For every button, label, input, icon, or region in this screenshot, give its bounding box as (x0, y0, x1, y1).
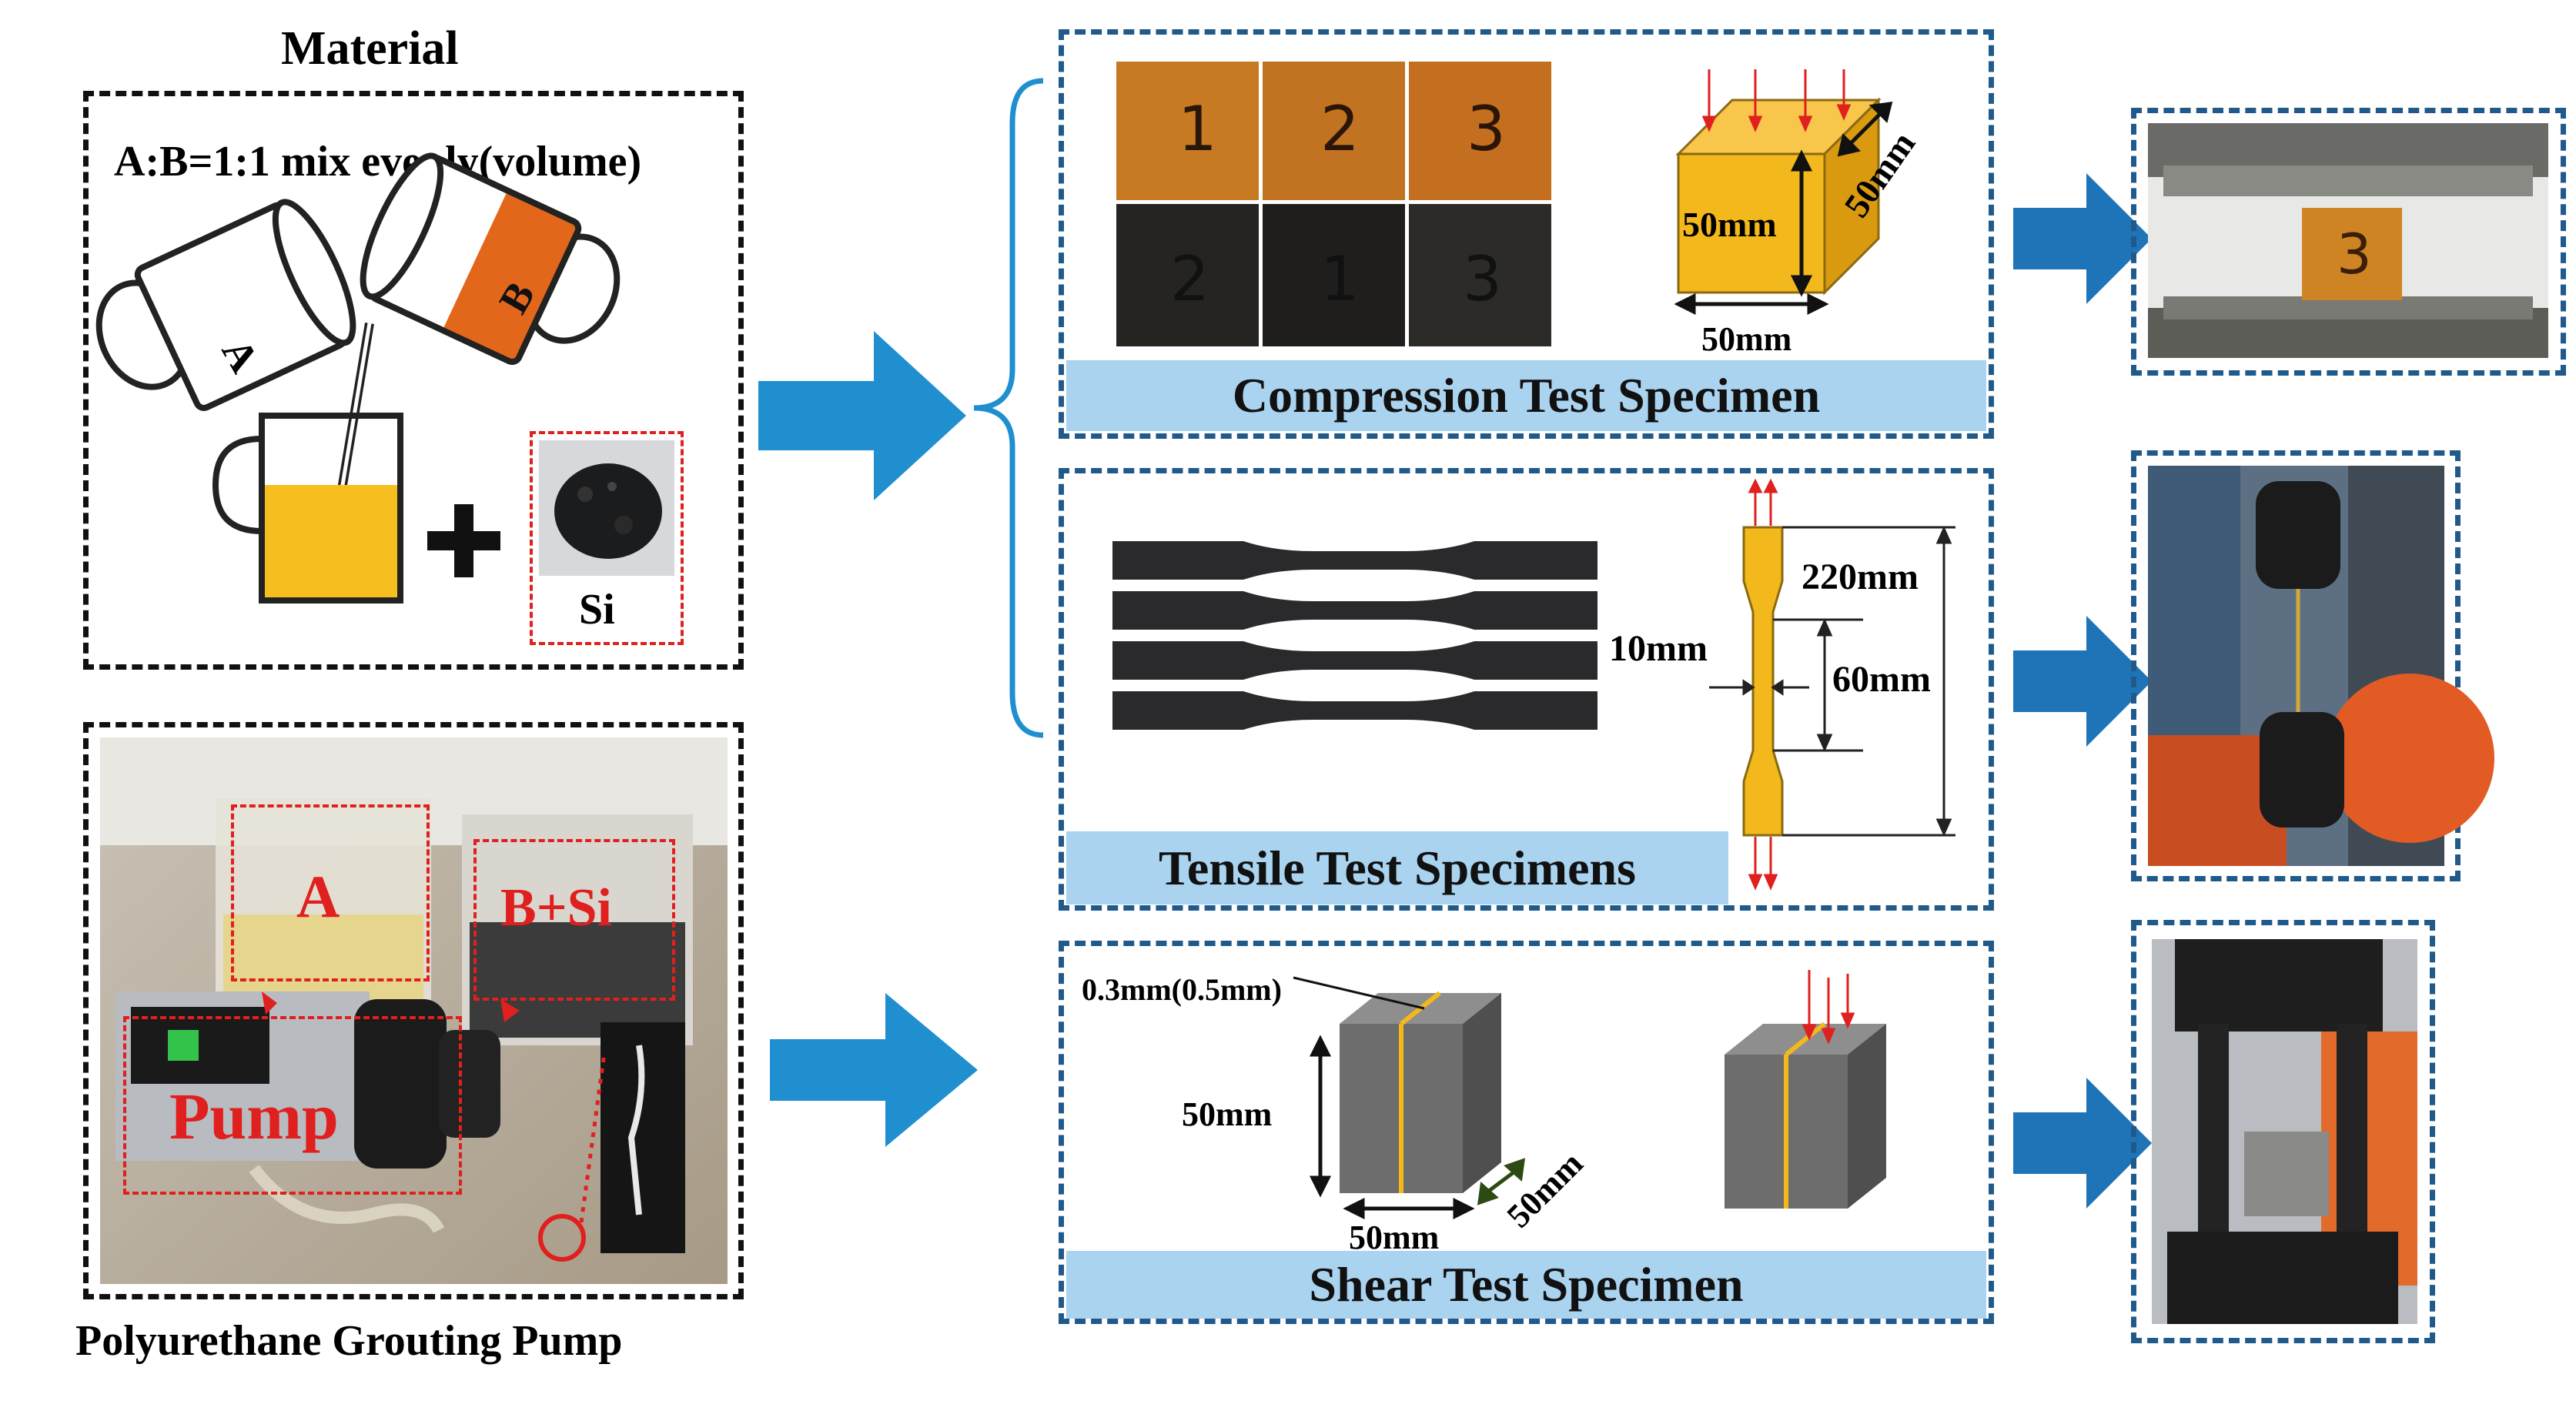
sample-number-top-3: 3 (1467, 93, 1506, 165)
cup-b-icon: B (360, 152, 621, 365)
si-powder-image (539, 440, 674, 576)
shear-dim-gap: 0.3mm(0.5mm) (1082, 972, 1282, 1007)
compression-machine-box (2131, 108, 2566, 376)
tensile-machine-photo (2148, 466, 2494, 866)
sample-number-bottom-2: 1 (1320, 243, 1360, 315)
compression-dim-height: 50mm (1682, 205, 1777, 244)
compression-samples-photo: 1 2 3 2 1 3 (1116, 62, 1551, 346)
arrow-to-shear-machine (2013, 1078, 2152, 1209)
tensile-specimens-photo (1112, 537, 1597, 737)
tensile-dim-total: 220mm (1802, 557, 1919, 597)
pump-box (123, 1016, 462, 1195)
plus-icon (427, 504, 500, 577)
tensile-panel (1059, 468, 1994, 911)
pump-caption: Polyurethane Grouting Pump (75, 1317, 623, 1365)
shear-dim-width: 50mm (1349, 1219, 1440, 1256)
shear-dim-height: 50mm (1182, 1095, 1273, 1133)
cup-a-icon: A (95, 199, 356, 411)
container-a-box (231, 804, 430, 981)
container-bsi-box (473, 839, 675, 1001)
shear-band: Shear Test Specimen (1066, 1251, 1986, 1319)
tensile-dim-width: 10mm (1609, 628, 1708, 669)
container-bsi-label: B+Si (500, 878, 612, 938)
sample-number-top-1: 1 (1178, 93, 1217, 165)
material-title: Material (281, 22, 459, 75)
shear-block-diagram (1293, 976, 1526, 1220)
arrow-to-tensile-machine (2013, 616, 2152, 747)
shear-block-loaded-diagram (1725, 970, 1886, 1209)
mix-ratio-text: A:B=1:1 mix evenly(volume) (114, 138, 642, 186)
compression-panel (1059, 29, 1994, 439)
tensile-dim-gauge: 60mm (1832, 659, 1931, 700)
material-panel (83, 91, 744, 670)
si-label: Si (579, 586, 615, 634)
sample-number-top-2: 2 (1320, 93, 1360, 165)
pump-label: Pump (169, 1079, 339, 1153)
shear-machine-photo (2152, 939, 2417, 1324)
tensile-dogbone-diagram (1709, 478, 1955, 891)
shear-machine-box (2131, 920, 2435, 1343)
shear-panel (1059, 941, 1994, 1324)
compression-cube-diagram (1674, 69, 1893, 316)
machine-sample-number: 3 (2337, 222, 2372, 286)
beaker-icon (212, 323, 403, 604)
tensile-band: Tensile Test Specimens (1066, 831, 1728, 904)
tensile-machine-box (2131, 450, 2461, 881)
pump-panel (83, 722, 744, 1299)
compression-band: Compression Test Specimen (1066, 360, 1986, 431)
sample-number-bottom-1: 2 (1170, 243, 1209, 315)
si-box (530, 431, 684, 645)
sample-number-bottom-3: 3 (1463, 243, 1502, 315)
container-a-label: A (296, 863, 340, 930)
compression-machine-photo: 3 (2148, 123, 2548, 358)
arrow-material-to-tests (758, 331, 966, 500)
bracket-brace (973, 78, 1044, 738)
arrow-to-compression-machine (2013, 173, 2152, 304)
compression-dim-width: 50mm (1701, 320, 1792, 358)
arrow-pump-to-shear (770, 993, 978, 1147)
